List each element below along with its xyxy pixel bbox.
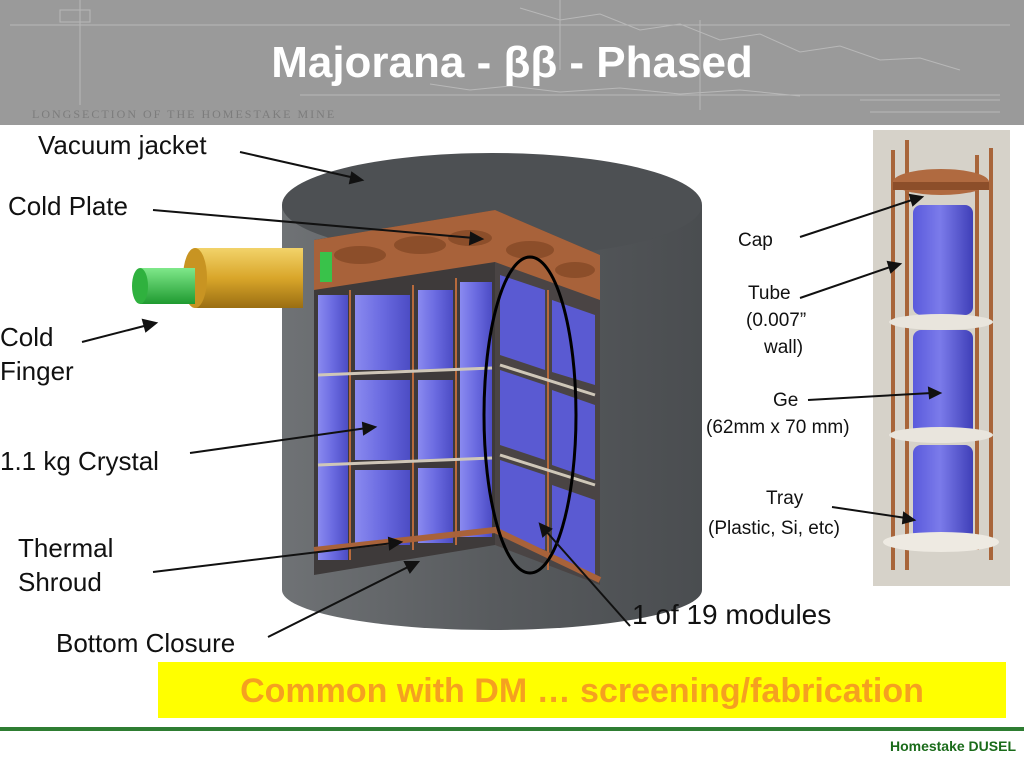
leader-lines xyxy=(81,151,631,638)
background-caption: LONGSECTION OF THE HOMESTAKE MINE xyxy=(32,107,337,121)
thermal-shroud xyxy=(313,526,602,583)
module-illustration xyxy=(883,140,999,570)
header-banner: LONGSECTION OF THE HOMESTAKE MINE Majora… xyxy=(0,0,1024,125)
label-ge-line1: Ge xyxy=(773,390,799,411)
callout-banner: Common with DM … screening/fabrication xyxy=(158,662,1006,718)
label-tube-line1: Tube xyxy=(748,283,791,304)
callout-text: Common with DM … screening/fabrication xyxy=(240,672,924,710)
label-cold-plate: Cold Plate xyxy=(8,191,128,221)
label-thermal-shroud-line2: Shroud xyxy=(18,567,102,597)
label-crystal: 1.1 kg Crystal xyxy=(0,446,159,476)
label-vacuum-jacket: Vacuum jacket xyxy=(38,130,207,160)
label-tube-line3: wall) xyxy=(764,337,804,358)
label-cold-finger-line1: Cold xyxy=(0,322,54,352)
module-highlight xyxy=(482,255,578,575)
mine-section-background xyxy=(10,0,1010,113)
cold-finger xyxy=(132,248,332,308)
label-cap: Cap xyxy=(738,230,773,251)
label-tray-line1: Tray xyxy=(766,488,804,509)
cutaway-interior xyxy=(313,210,602,585)
cold-plate xyxy=(314,210,600,300)
footer-text: Homestake DUSEL xyxy=(889,738,1016,754)
page-title: Majorana - ββ - Phased xyxy=(271,38,753,87)
label-modules: 1 of 19 modules xyxy=(632,599,832,630)
label-cold-finger-line2: Finger xyxy=(0,356,74,386)
label-tube-line2: (0.007” xyxy=(746,310,807,331)
label-tray-line2: (Plastic, Si, etc) xyxy=(708,518,840,539)
label-thermal-shroud-line1: Thermal xyxy=(18,533,114,563)
label-bottom-closure: Bottom Closure xyxy=(56,628,236,658)
label-ge-line2: (62mm x 70 mm) xyxy=(706,417,850,438)
footer-rule xyxy=(0,727,1024,731)
